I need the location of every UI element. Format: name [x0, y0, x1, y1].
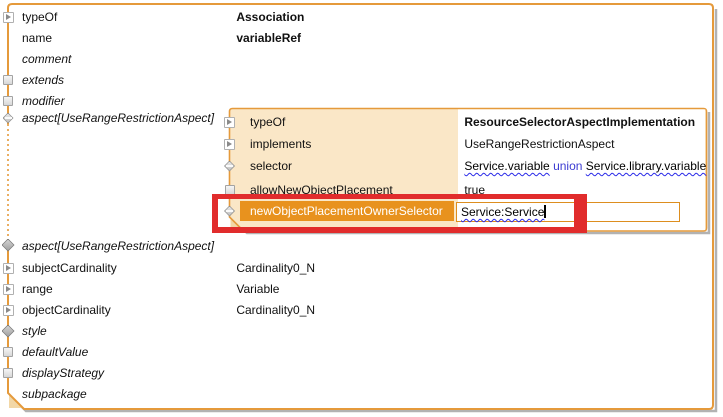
property-value[interactable]: Association — [236, 10, 305, 24]
property-row-displaystrategy[interactable]: displayStrategy — [22, 365, 233, 381]
property-label[interactable]: name — [22, 31, 53, 45]
property-label[interactable]: allowNewObjectPlacement — [250, 183, 393, 197]
diamond-icon[interactable] — [224, 160, 235, 172]
checkbox-icon[interactable] — [3, 96, 13, 106]
property-label[interactable]: defaultValue — [22, 345, 89, 359]
border-mask — [6, 124, 10, 241]
property-label[interactable]: implements — [250, 137, 312, 151]
subproperty-row-typeof[interactable]: typeOf ResourceSelectorAspectImplementat… — [250, 114, 695, 130]
selector-link[interactable]: Service.variable — [464, 159, 550, 173]
diamond-icon[interactable] — [1, 238, 15, 252]
expander-icon[interactable] — [2, 283, 14, 295]
selected-property-row[interactable]: newObjectPlacementOwnerSelector — [240, 201, 454, 221]
property-row-range[interactable]: range Variable — [22, 281, 279, 297]
checkbox-icon[interactable] — [3, 368, 13, 378]
property-label[interactable]: selector — [250, 159, 293, 173]
checkbox-icon[interactable] — [3, 347, 13, 357]
expander-icon[interactable] — [224, 116, 235, 128]
diamond-icon[interactable] — [224, 205, 235, 217]
property-label[interactable]: typeOf — [22, 10, 58, 24]
property-label[interactable]: displayStrategy — [22, 366, 105, 380]
expander-icon[interactable] — [224, 138, 235, 150]
property-row-subjectcardinality[interactable]: subjectCardinality Cardinality0_N — [22, 260, 315, 276]
property-row-typeof[interactable]: typeOf Association — [22, 9, 304, 25]
subproperty-row-allownewobjectplacement[interactable]: allowNewObjectPlacement true — [250, 182, 485, 198]
property-value[interactable]: true — [464, 183, 486, 197]
property-label[interactable]: modifier — [22, 94, 65, 108]
subproperty-row-implements[interactable]: implements UseRangeRestrictionAspect — [250, 136, 614, 152]
property-value[interactable]: Cardinality0_N — [236, 303, 316, 317]
property-value[interactable]: ResourceSelectorAspectImplementation — [464, 115, 696, 129]
property-label[interactable]: typeOf — [250, 115, 286, 129]
diamond-icon[interactable] — [1, 324, 15, 338]
property-label[interactable]: subpackage — [22, 387, 87, 401]
property-row-subpackage[interactable]: subpackage — [22, 386, 233, 402]
checkbox-icon[interactable] — [3, 75, 13, 85]
property-value[interactable]: Service.variable union Service.library.v… — [464, 158, 706, 174]
property-label[interactable]: objectCardinality — [22, 303, 111, 317]
property-row-name[interactable]: name variableRef — [22, 30, 301, 46]
expander-icon[interactable] — [2, 304, 14, 316]
property-row-aspect-1[interactable]: aspect[UseRangeRestrictionAspect] — [22, 110, 233, 126]
property-row-objectcardinality[interactable]: objectCardinality Cardinality0_N — [22, 302, 315, 318]
expander-icon[interactable] — [2, 262, 14, 274]
property-label[interactable]: comment — [22, 52, 72, 66]
property-label[interactable]: extends — [22, 73, 65, 87]
property-label[interactable]: range — [22, 282, 53, 296]
property-value[interactable]: Cardinality0_N — [236, 261, 316, 275]
value-edit-field[interactable]: Service:Service — [456, 202, 680, 222]
selector-link[interactable]: Service.library.variable — [585, 159, 707, 173]
diamond-icon[interactable] — [2, 112, 14, 124]
property-label[interactable]: subjectCardinality — [22, 261, 117, 275]
expander-icon[interactable] — [2, 11, 14, 23]
property-row-defaultvalue[interactable]: defaultValue — [22, 344, 233, 360]
property-label[interactable]: style — [22, 324, 47, 338]
text-caret — [544, 205, 547, 218]
editor-text[interactable]: Service:Service — [461, 205, 545, 219]
property-row-modifier[interactable]: modifier — [22, 93, 233, 109]
checkbox-icon[interactable] — [224, 185, 235, 195]
property-label[interactable]: aspect[UseRangeRestrictionAspect] — [22, 111, 215, 125]
property-value[interactable]: UseRangeRestrictionAspect — [464, 137, 615, 151]
property-value[interactable]: variableRef — [236, 31, 302, 45]
property-value[interactable]: Variable — [236, 282, 280, 296]
union-keyword: union — [553, 159, 583, 173]
property-row-extends[interactable]: extends — [22, 72, 233, 88]
property-row-aspect-2[interactable]: aspect[UseRangeRestrictionAspect] — [22, 238, 233, 254]
property-label[interactable]: aspect[UseRangeRestrictionAspect] — [22, 239, 215, 253]
property-row-style[interactable]: style — [22, 323, 233, 339]
property-row-comment[interactable]: comment — [22, 51, 233, 67]
property-label[interactable]: newObjectPlacementOwnerSelector — [250, 204, 443, 218]
subproperty-row-selector[interactable]: selector Service.variable union Service.… — [250, 158, 706, 174]
